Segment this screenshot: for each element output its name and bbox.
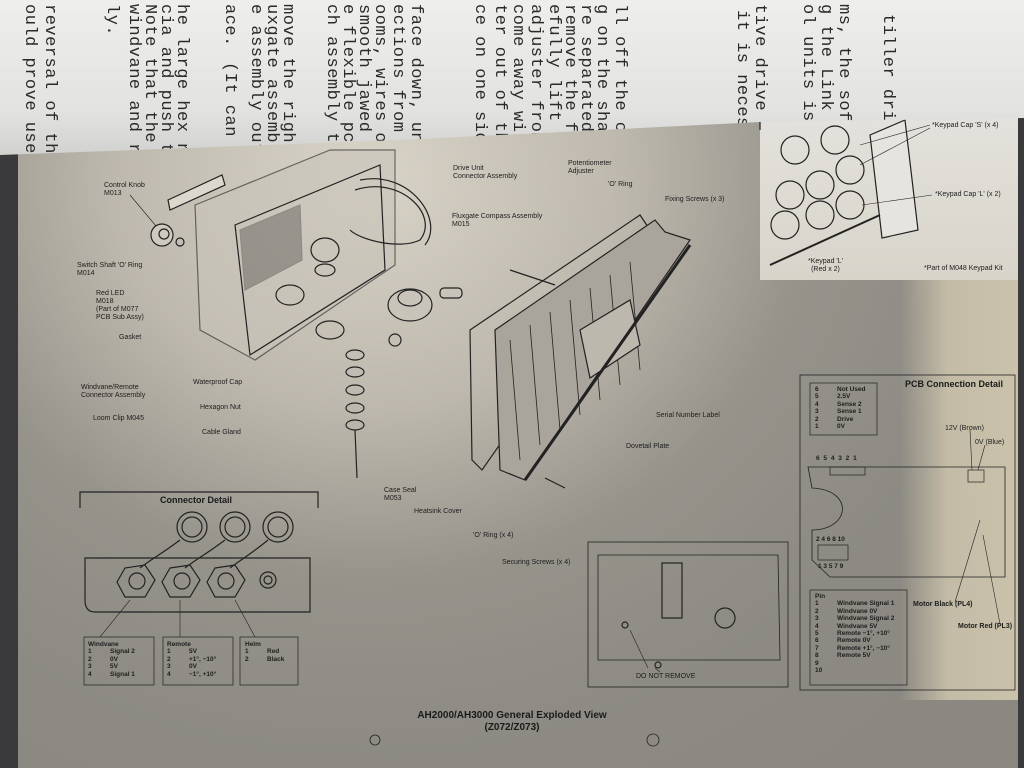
facing-line: smooth jawed pliers (354, 4, 373, 160)
label-drive-unit-connector: Drive Unit Connector Assembly (453, 165, 518, 180)
facing-line: move the right hand (278, 4, 297, 160)
facing-line: ll off the control (610, 4, 629, 160)
facing-line: tiller drive (878, 14, 897, 143)
label-case-seal: Case Seal M053 (384, 487, 417, 502)
facing-line: he large hex nuts and (172, 4, 191, 160)
facing-line: ms, the software (834, 4, 853, 160)
label-strip (167, 174, 226, 211)
table-title: Windvane (88, 641, 119, 648)
binding-hole (369, 734, 381, 746)
facing-line: ooms, wires or (370, 4, 389, 154)
table-title: Helm (245, 641, 261, 648)
label-serial-number: Serial Number Label (656, 412, 720, 419)
facing-line: g on the shaft will (592, 4, 611, 160)
odd-pin-numbers: 1 3 5 7 9 (818, 563, 844, 570)
facing-line: reversal of the above (40, 4, 59, 160)
facing-line: ch assembly to the pcb (322, 4, 341, 160)
facing-line: remove the four (560, 4, 579, 160)
label-windvane-remote-connector: Windvane/Remote Connector Assembly (81, 384, 146, 399)
even-pin-numbers: 2 4 6 8 10 (816, 536, 845, 543)
label-do-not-remove: DO NOT REMOVE (636, 673, 696, 680)
label-fixing-screws: Fixing Screws (x 3) (665, 196, 725, 203)
binding-hole (646, 733, 660, 747)
facing-line: ace. (220, 4, 239, 47)
label-heatsink-cover: Heatsink Cover (414, 508, 462, 515)
top-pin-numbers: 6 5 4 3 2 1 (816, 455, 857, 462)
caption-code: (Z072/Z073) (484, 722, 540, 733)
label-o-ring-x4: 'O' Ring (x 4) (473, 532, 514, 539)
facing-line: efully lift away the (544, 4, 563, 160)
pcb-detail-box (799, 374, 1016, 691)
label-keypad-kit: *Part of M048 Keypad Kit (924, 265, 1003, 272)
light-patch (900, 280, 1018, 700)
fluxgate-compass (387, 287, 463, 347)
label-0v-blue: 0V (Blue) (975, 439, 1005, 446)
facing-line: Note that the (140, 4, 159, 144)
facing-line: re separated. Lay (576, 4, 595, 160)
facing-line: windvane and remote (124, 4, 143, 160)
label-motor-red: Motor Red (PL3) (958, 623, 1013, 630)
caption-title: AH2000/AH3000 General Exploded View (417, 710, 607, 721)
label-fluxgate-compass: Fluxgate Compass Assembly M015 (452, 213, 543, 228)
label-motor-black: Motor Black (PL4) (913, 601, 973, 608)
label-control-knob: Control Knob M013 (104, 182, 145, 197)
table-title: Remote (167, 641, 191, 648)
facing-line: ly. (102, 4, 121, 37)
facing-line: e flexible pcb. Do (338, 4, 357, 160)
facing-line: cia and push the drive (156, 4, 175, 160)
cable-gland (345, 349, 365, 479)
label-dovetail-plate: Dovetail Plate (626, 443, 670, 450)
label-keypad-l: *Keypad 'L' (Red x 2) (808, 258, 843, 273)
pcb-plate-drawing (587, 541, 789, 688)
label-securing-screws: Securing Screws (x 4) (502, 559, 571, 566)
label-waterproof-cap: Waterproof Cap (193, 379, 243, 386)
connector-detail-box (79, 491, 319, 686)
keypad-drawing (759, 107, 1010, 266)
facing-line: ol units is the (798, 4, 817, 160)
facing-line: come away with the (508, 4, 527, 160)
main-case (194, 149, 432, 361)
label-gasket: Gasket (119, 334, 142, 341)
connector-detail-title: Connector Detail (160, 495, 233, 505)
label-potentiometer-adjuster: Potentiometer Adjuster (568, 160, 612, 175)
facing-line: adjuster from the (526, 4, 545, 160)
facing-line: ections from the pcb (388, 4, 407, 160)
heatsink-cover (469, 214, 692, 489)
facing-line: face down, unplug the (406, 4, 425, 160)
facing-line: ce on one side. (470, 4, 489, 160)
label-cable-gland: Cable Gland (202, 429, 241, 436)
control-knob (129, 194, 185, 247)
label-switch-shaft-o-ring: Switch Shaft 'O' Ring M014 (77, 262, 143, 277)
facing-line: e assembly out of the (246, 4, 265, 160)
label-hexagon-nut: Hexagon Nut (200, 404, 241, 411)
facing-line: uxgate assembly in (262, 4, 281, 160)
facing-line: ter out of the rear (490, 4, 509, 160)
facing-line: it is necessary (732, 10, 751, 160)
figure-caption: AH2000/AH3000 General Exploded View (Z07… (380, 710, 644, 734)
label-red-led: Red LED M018 (Part of M077 PCB Sub Assy) (96, 290, 144, 321)
label-o-ring: 'O' Ring (608, 181, 633, 188)
facing-line: (It can also (220, 62, 239, 160)
facing-line: ould prove useful. (20, 4, 39, 160)
facing-line: g the Link LK1. (816, 4, 835, 160)
pcb-detail-title: PCB Connection Detail (905, 379, 1004, 389)
label-keypad-cap-s: *Keypad Cap 'S' (x 4) (932, 122, 999, 129)
label-loom-clip: Loom Clip M045 (93, 415, 144, 422)
table-title: Pin (815, 593, 826, 600)
label-keypad-cap-l: *Keypad Cap 'L' (x 2) (935, 191, 1001, 198)
facing-line: tive drive units (750, 4, 769, 160)
label-12v-brown: 12V (Brown) (945, 425, 984, 432)
